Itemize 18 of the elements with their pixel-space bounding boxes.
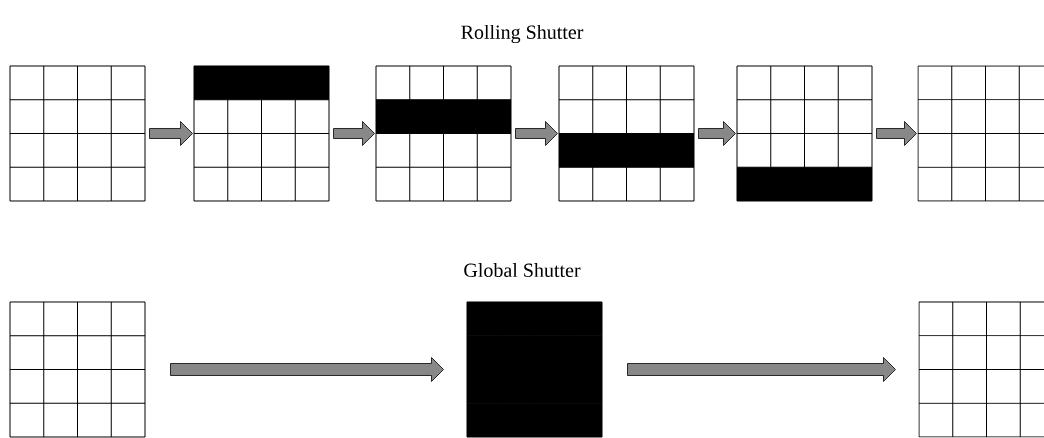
block-arrow	[149, 121, 193, 146]
grid	[918, 301, 1044, 438]
block-arrow	[698, 121, 736, 146]
block-arrow	[876, 121, 917, 146]
grid	[9, 65, 146, 202]
row-title: Global Shutter	[464, 262, 581, 277]
grid	[917, 65, 1044, 202]
grid	[193, 65, 330, 202]
block-arrow	[170, 357, 444, 382]
block-arrow	[515, 121, 558, 146]
grid	[375, 65, 512, 202]
grid	[558, 65, 695, 202]
grid	[736, 65, 873, 202]
block-arrow	[627, 357, 896, 382]
block-arrow	[333, 121, 375, 146]
grid	[9, 301, 146, 438]
row-title: Rolling Shutter	[461, 24, 584, 44]
grid	[466, 301, 603, 438]
